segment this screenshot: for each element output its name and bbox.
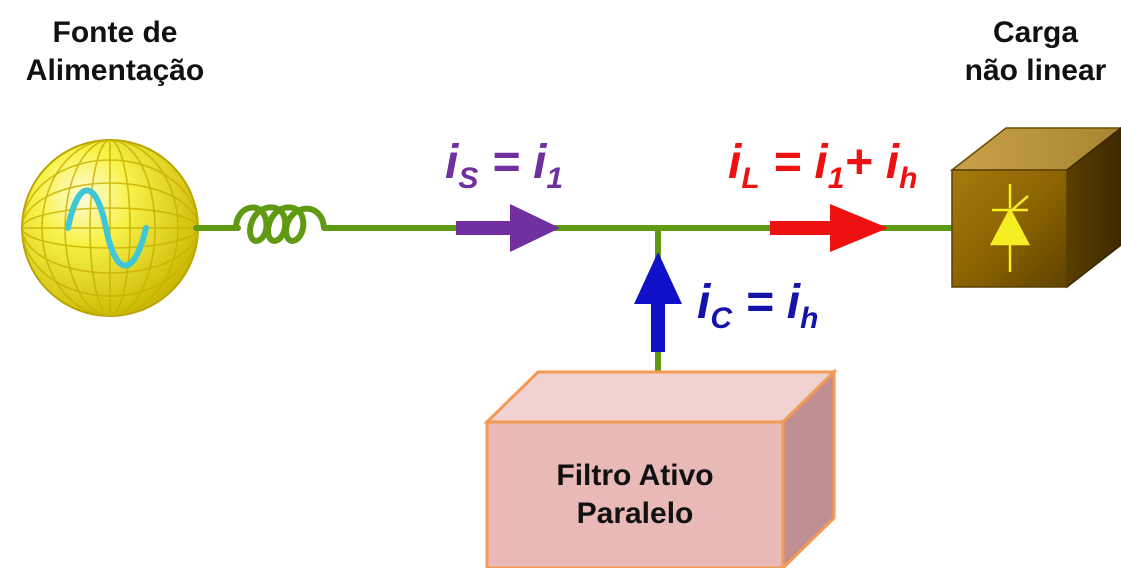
active-filter-box	[483, 368, 838, 572]
sine-wave-icon	[65, 187, 149, 269]
main-wire	[193, 225, 955, 395]
arrow-load-current	[770, 204, 888, 252]
inductor-icon	[233, 204, 327, 244]
thyristor-icon	[989, 184, 1031, 272]
globe-ac-source-icon	[21, 139, 199, 317]
filter-label: Filtro Ativo Paralelo	[487, 457, 783, 533]
source-label-line1: Fonte de	[52, 16, 178, 49]
equation-compensation-current: iC = ih	[697, 276, 818, 335]
equation-load-current: iL = i1+ ih	[728, 136, 917, 195]
load-label-line2: não linear	[964, 54, 1107, 87]
equation-source-current: iS = i1	[445, 136, 563, 195]
arrow-source-current	[456, 204, 560, 252]
filter-label-line2: Paralelo	[576, 497, 694, 530]
nonlinear-load-box	[949, 127, 1121, 289]
filter-label-line1: Filtro Ativo	[556, 459, 714, 492]
load-label-line1: Carga	[992, 16, 1079, 49]
source-label-line2: Alimentação	[25, 54, 205, 87]
source-label: Fonte de Alimentação	[0, 14, 230, 90]
arrow-compensation-current	[634, 252, 682, 352]
load-label: Carga não linear	[950, 14, 1121, 90]
